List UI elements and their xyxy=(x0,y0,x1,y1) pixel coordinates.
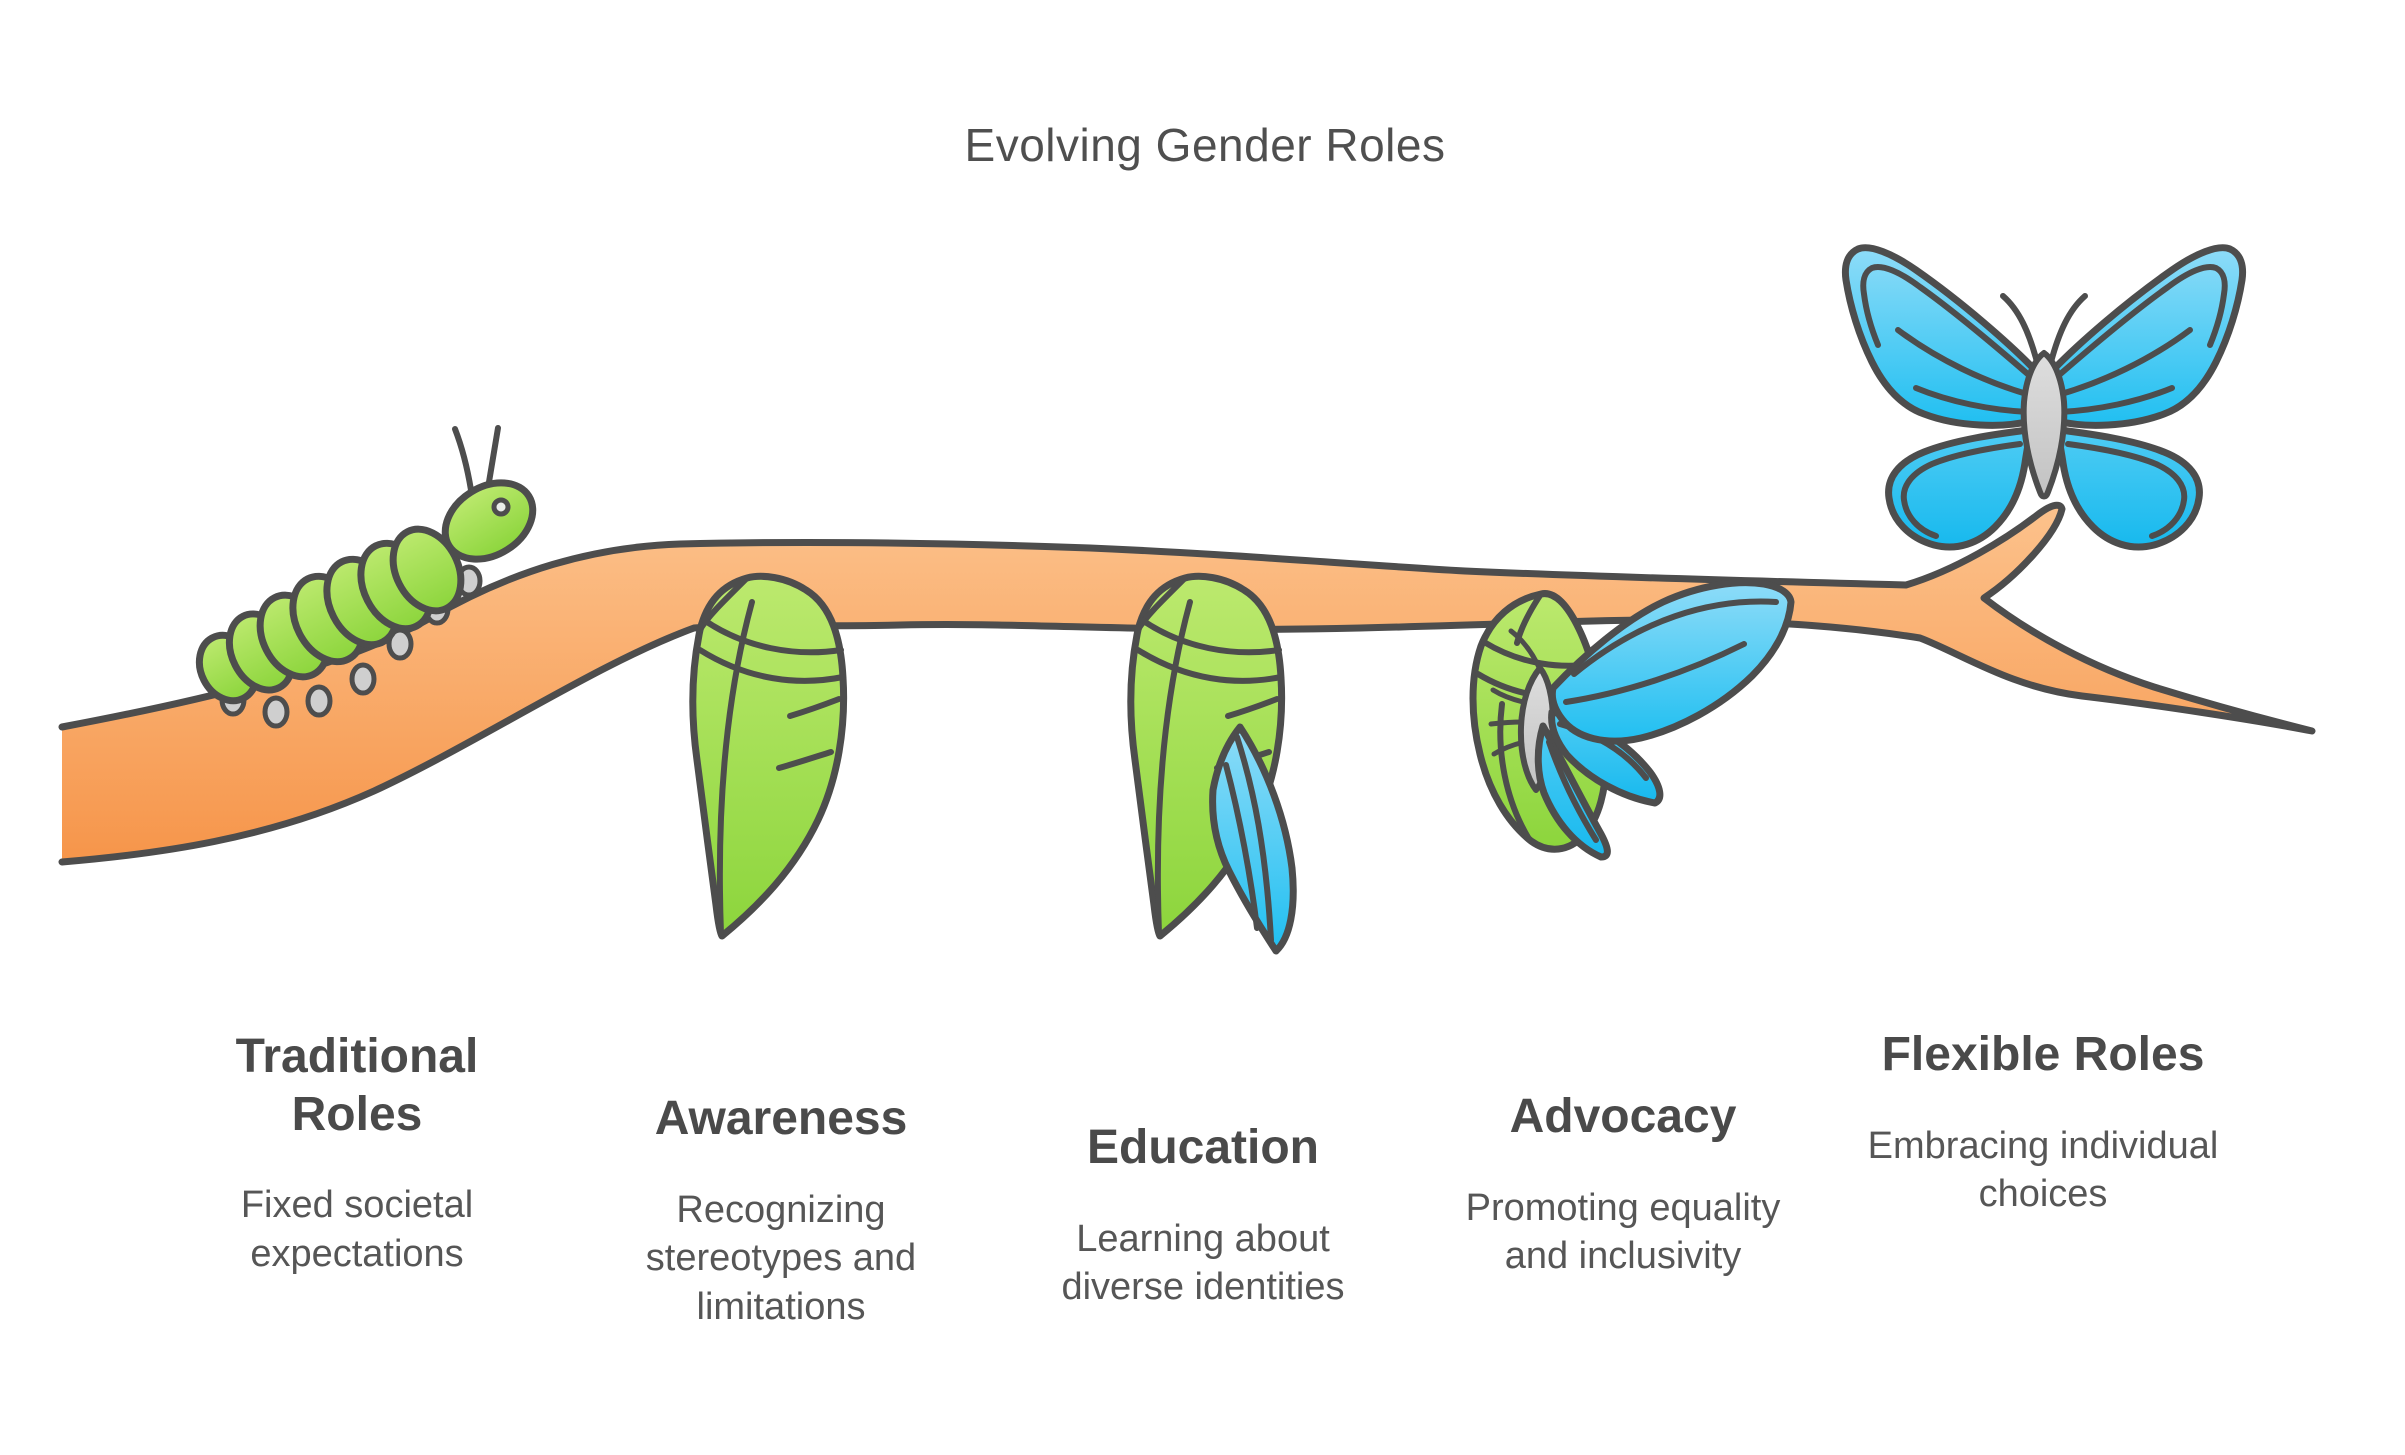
stage-label-education: Education Learning about diverse identit… xyxy=(1038,1119,1368,1312)
stage-description: Recognizing stereotypes and limitations xyxy=(645,1188,917,1328)
emerging-wings xyxy=(1534,579,1795,861)
stage-heading: Flexible Roles xyxy=(1881,1028,2205,1081)
caterpillar-body xyxy=(195,525,465,705)
butterfly-antennae xyxy=(2000,293,2088,365)
chrysalis-awareness-icon xyxy=(693,576,844,936)
stage-label-advocacy: Advocacy Promoting equality and inclusiv… xyxy=(1443,1088,1803,1281)
stage-description: Promoting equality and inclusivity xyxy=(1465,1186,1781,1278)
stage-heading: Advocacy xyxy=(1509,1090,1737,1143)
branch-outline xyxy=(58,501,2316,866)
emerging-butterfly-icon xyxy=(1469,579,1795,861)
chrysalis-education-icon xyxy=(1131,576,1297,955)
stage-heading: Traditional Roles xyxy=(235,1030,479,1141)
caterpillar-icon xyxy=(195,425,537,729)
page-title: Evolving Gender Roles xyxy=(964,119,1446,171)
stage-label-awareness: Awareness Recognizing stereotypes and li… xyxy=(636,1090,926,1331)
butterfly-body xyxy=(2020,350,2068,500)
stage-label-flexible-roles: Flexible Roles Embracing individual choi… xyxy=(1848,1026,2238,1219)
stage-heading: Education xyxy=(1086,1121,1319,1174)
caterpillar-eye xyxy=(491,497,511,517)
emerging-wing xyxy=(1209,723,1297,955)
stage-description: Embracing individual choices xyxy=(1867,1124,2219,1216)
butterfly-icon xyxy=(1841,244,2247,551)
caterpillar-head xyxy=(441,479,537,563)
stage-description: Fixed societal expectations xyxy=(240,1184,474,1275)
stage-label-traditional-roles: Traditional Roles Fixed societal expecta… xyxy=(207,1028,507,1278)
stage-description: Learning about diverse identities xyxy=(1061,1217,1345,1309)
stage-heading: Awareness xyxy=(654,1092,908,1145)
